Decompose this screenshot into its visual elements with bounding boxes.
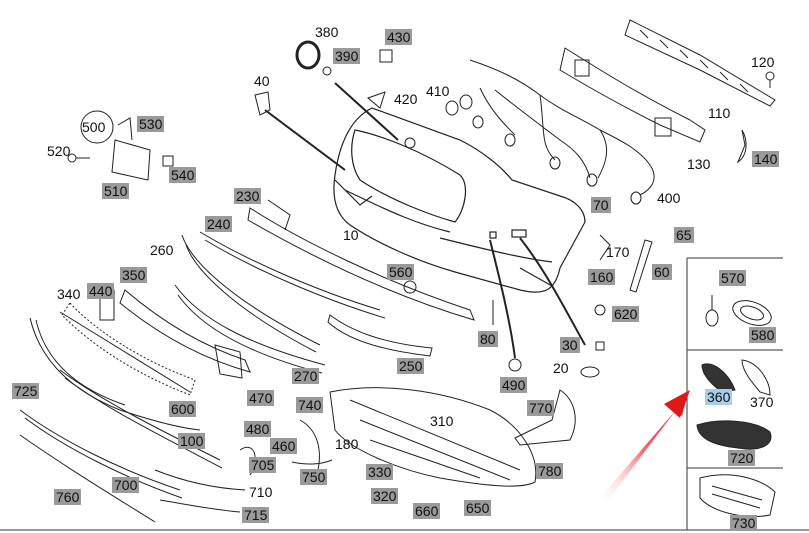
part-label-740: 740 bbox=[296, 397, 324, 413]
part-label-40: 40 bbox=[254, 73, 270, 89]
part-label-100: 100 bbox=[178, 433, 206, 449]
part-label-715: 715 bbox=[242, 507, 270, 523]
part-label-130: 130 bbox=[687, 156, 711, 172]
part-label-540: 540 bbox=[169, 167, 197, 183]
emblem-drawing bbox=[254, 40, 416, 171]
part-label-310: 310 bbox=[430, 413, 454, 429]
side-panel-frame bbox=[0, 257, 809, 531]
part-label-420: 420 bbox=[394, 91, 418, 107]
part-label-770: 770 bbox=[527, 400, 555, 416]
part-label-440: 440 bbox=[87, 283, 115, 299]
part-label-510: 510 bbox=[102, 183, 130, 199]
part-label-720: 720 bbox=[728, 450, 756, 466]
part-label-170: 170 bbox=[606, 244, 630, 260]
part-label-700: 700 bbox=[112, 477, 140, 493]
side-panel-parts-drawing bbox=[696, 295, 776, 517]
part-label-110: 110 bbox=[708, 105, 731, 121]
bumper-cover-drawing bbox=[333, 107, 586, 293]
part-label-380: 380 bbox=[315, 24, 339, 40]
part-label-660: 660 bbox=[413, 503, 441, 519]
part-label-370: 370 bbox=[750, 394, 774, 410]
part-label-460: 460 bbox=[270, 438, 298, 454]
part-label-350: 350 bbox=[120, 267, 148, 283]
part-label-570: 570 bbox=[719, 270, 747, 286]
part-label-10: 10 bbox=[343, 227, 359, 243]
red-pointer-arrow bbox=[598, 390, 690, 506]
underbody-drawing bbox=[239, 234, 653, 487]
part-label-530: 530 bbox=[137, 116, 165, 132]
part-label-30: 30 bbox=[560, 337, 580, 353]
part-label-650: 650 bbox=[464, 500, 492, 516]
part-label-60: 60 bbox=[652, 264, 672, 280]
part-label-70: 70 bbox=[591, 197, 611, 213]
part-label-520: 520 bbox=[47, 143, 71, 159]
part-label-600: 600 bbox=[169, 401, 197, 417]
part-label-140: 140 bbox=[752, 151, 780, 167]
part-label-725: 725 bbox=[12, 383, 40, 399]
part-label-330: 330 bbox=[366, 464, 394, 480]
part-label-160: 160 bbox=[588, 269, 616, 285]
part-label-65: 65 bbox=[674, 227, 694, 243]
part-label-360: 360 bbox=[705, 389, 733, 405]
upper-support-drawing bbox=[559, 19, 776, 164]
part-label-710: 710 bbox=[249, 484, 273, 500]
wiring-harness-drawing bbox=[445, 59, 655, 205]
part-label-250: 250 bbox=[397, 358, 425, 374]
part-label-500: 500 bbox=[82, 119, 106, 135]
part-label-390: 390 bbox=[333, 48, 361, 64]
part-label-340: 340 bbox=[57, 286, 81, 302]
part-label-320: 320 bbox=[371, 488, 399, 504]
part-label-780: 780 bbox=[536, 463, 564, 479]
part-label-705: 705 bbox=[249, 457, 277, 473]
part-label-120: 120 bbox=[751, 54, 775, 70]
part-label-560: 560 bbox=[387, 264, 415, 280]
part-label-480: 480 bbox=[244, 421, 272, 437]
part-label-760: 760 bbox=[54, 489, 82, 505]
trim-strips-drawing bbox=[19, 199, 475, 523]
part-label-400: 400 bbox=[657, 190, 681, 206]
part-label-230: 230 bbox=[234, 188, 262, 204]
part-label-750: 750 bbox=[300, 469, 328, 485]
part-label-240: 240 bbox=[205, 216, 233, 232]
part-label-80: 80 bbox=[478, 331, 498, 347]
part-label-430: 430 bbox=[385, 29, 413, 45]
part-label-20: 20 bbox=[553, 360, 569, 376]
part-label-410: 410 bbox=[426, 83, 450, 99]
part-label-180: 180 bbox=[335, 436, 359, 452]
part-label-490: 490 bbox=[500, 377, 528, 393]
part-label-730: 730 bbox=[730, 515, 758, 531]
part-label-260: 260 bbox=[150, 242, 174, 258]
part-label-580: 580 bbox=[749, 327, 777, 343]
part-label-620: 620 bbox=[612, 306, 640, 322]
part-label-470: 470 bbox=[247, 390, 275, 406]
part-label-270: 270 bbox=[292, 368, 320, 384]
license-plate-bracket-drawing bbox=[67, 110, 174, 181]
